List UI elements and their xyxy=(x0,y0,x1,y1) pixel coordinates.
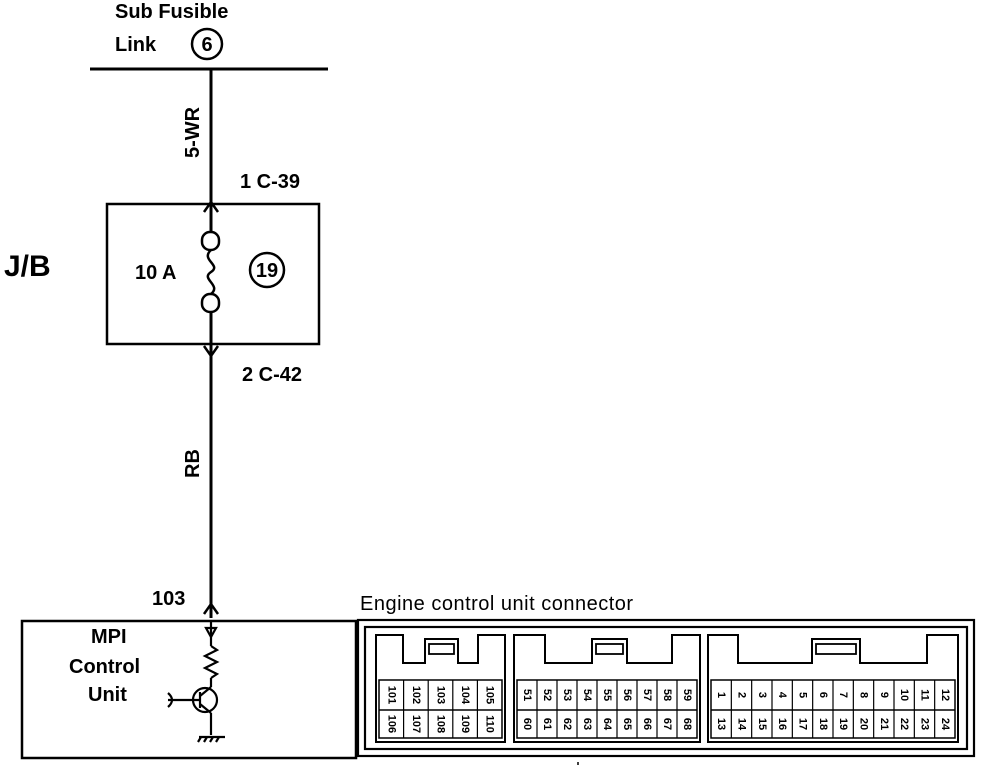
junction-block-label: J/B xyxy=(4,250,51,283)
pin-label: 17 xyxy=(797,718,809,730)
pin-label: 10 xyxy=(898,689,910,701)
mpi-control-unit-box xyxy=(20,619,358,760)
connector-group-a: 101 102 103 104 105 106 107 108 109 110 xyxy=(375,634,506,743)
pin-label: 18 xyxy=(817,718,829,730)
pin-label: 9 xyxy=(878,692,890,698)
pin-label: 19 xyxy=(837,718,849,730)
pin-label: 24 xyxy=(939,718,951,731)
fuse-rating: 10 A xyxy=(135,262,177,284)
internal-circuit xyxy=(167,621,225,743)
pin-label: 23 xyxy=(919,718,931,730)
pin-label: 12 xyxy=(939,689,951,701)
fuse-number-circle xyxy=(248,251,286,289)
connector-group-b: 51 52 53 54 55 56 57 58 59 60 61 62 63 64 65 66 67 68 xyxy=(513,634,701,743)
pin-label: 56 xyxy=(621,689,633,701)
mpi-label-line1: MPI xyxy=(91,626,127,648)
fusible-link-number: 6 xyxy=(201,34,212,56)
pin-label: 11 xyxy=(919,689,931,701)
sub-fusible-link-label-line1: Sub Fusible xyxy=(115,1,228,23)
pin-label: 68 xyxy=(681,718,693,730)
mpi-label-line2: Control xyxy=(69,656,140,678)
pin-label: 53 xyxy=(561,689,573,701)
pin-label: 8 xyxy=(858,692,870,698)
pin-label: 5 xyxy=(797,692,809,698)
pin-label: 60 xyxy=(521,718,533,730)
pin-label: 61 xyxy=(541,718,553,730)
pin-label: 105 xyxy=(484,686,496,704)
pin-label: 3 xyxy=(756,692,768,698)
wire-color-rb: RB xyxy=(182,449,204,478)
connector-key xyxy=(595,643,624,655)
pin-label: 57 xyxy=(641,689,653,701)
pin-label: 7 xyxy=(837,692,849,698)
pin-label: 6 xyxy=(817,692,829,698)
terminal-arrow-top xyxy=(202,199,220,213)
pin-label: 62 xyxy=(561,718,573,730)
pin-label: 54 xyxy=(581,689,593,702)
pin-label: 103 xyxy=(435,686,447,704)
pin-label: 51 xyxy=(521,689,533,701)
pin-label: 102 xyxy=(410,686,422,704)
connector-shell xyxy=(513,634,701,743)
pin-grid xyxy=(516,679,698,739)
pin-label: 20 xyxy=(858,718,870,730)
pin-label: 58 xyxy=(661,689,673,701)
connector-shell xyxy=(707,634,959,743)
pin-label: 64 xyxy=(601,718,613,731)
pin-label: 108 xyxy=(435,715,447,733)
pin-grid xyxy=(378,679,503,739)
pin-label: 21 xyxy=(878,718,890,730)
pin-label: 109 xyxy=(459,715,471,733)
pin-label: 4 xyxy=(776,692,788,699)
fuse-symbol xyxy=(200,230,221,314)
wire-color-5-wr: 5-WR xyxy=(182,106,204,158)
pin-label: 63 xyxy=(581,718,593,730)
pin-label: 67 xyxy=(661,718,673,730)
connector-key xyxy=(815,643,857,655)
connector-shell xyxy=(375,634,506,743)
pin-label: 22 xyxy=(898,718,910,730)
terminal-103: 103 xyxy=(152,588,185,610)
pin-label: 13 xyxy=(715,718,727,730)
mpi-label-line3: Unit xyxy=(88,684,127,706)
pin-label: 1 xyxy=(715,692,727,698)
connector-title: Engine control unit connector xyxy=(360,593,634,615)
fusible-link-number-circle xyxy=(190,27,224,61)
pin-label: 2 xyxy=(736,692,748,698)
fuse-number: 19 xyxy=(256,260,278,282)
pin-label: 14 xyxy=(736,718,748,731)
connector-key xyxy=(428,643,455,655)
connector-outline xyxy=(356,618,976,758)
pin-label: 16 xyxy=(776,718,788,730)
pin-label: 55 xyxy=(601,689,613,701)
terminal-arrow-ecu xyxy=(202,601,220,615)
pin-label: 110 xyxy=(484,715,496,733)
terminal-c-42: 2 C-42 xyxy=(242,364,302,386)
pin-label: 15 xyxy=(756,718,768,730)
pin-label: 101 xyxy=(385,686,397,704)
pin-label: 106 xyxy=(385,715,397,733)
pin-label: 65 xyxy=(621,718,633,730)
terminal-c-39: 1 C-39 xyxy=(240,171,300,193)
pin-label: 104 xyxy=(459,686,471,705)
pin-label: 66 xyxy=(641,718,653,730)
pin-label: 59 xyxy=(681,689,693,701)
pin-label: 107 xyxy=(410,715,422,733)
sub-fusible-link-label-line2: Link xyxy=(115,34,157,56)
pin-label: 52 xyxy=(541,689,553,701)
